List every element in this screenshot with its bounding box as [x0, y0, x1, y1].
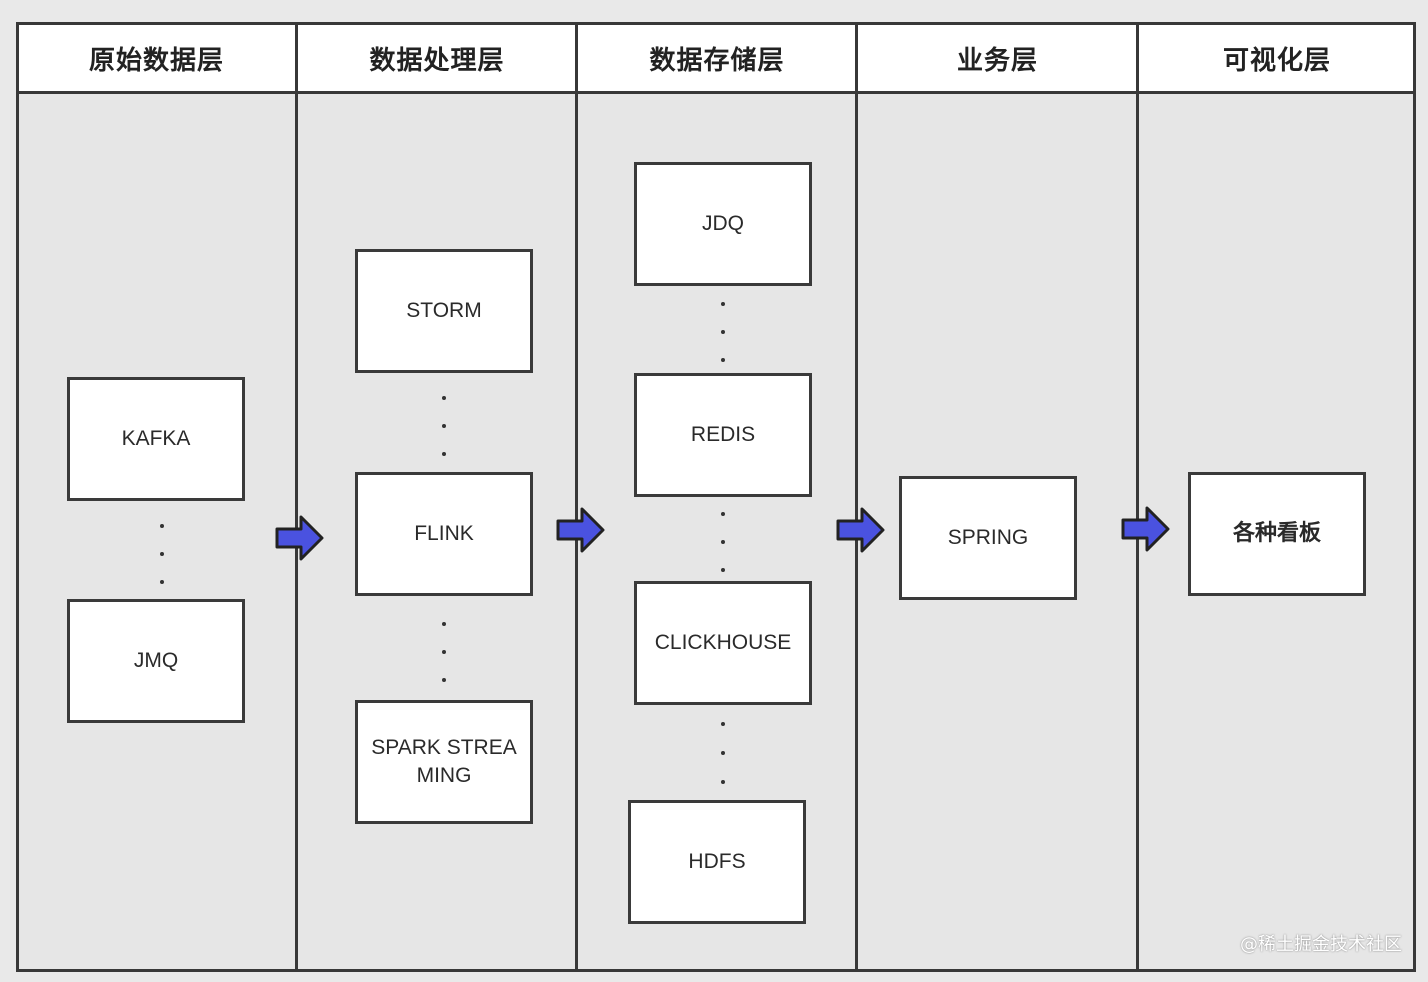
ellipsis-dots	[721, 720, 727, 786]
lane-divider	[295, 22, 298, 972]
watermark: @稀土掘金技术社区	[1240, 934, 1402, 955]
flow-arrow-right-icon	[275, 515, 324, 561]
ellipsis-dots	[442, 394, 448, 458]
node-jmq: JMQ	[67, 599, 245, 723]
header-row	[16, 22, 1416, 94]
lane-divider	[855, 22, 858, 972]
node-storm: STORM	[355, 249, 533, 373]
column-header-storage: 数据存储层	[649, 45, 785, 76]
node-hdfs: HDFS	[628, 800, 806, 924]
column-header-processing: 数据处理层	[369, 45, 505, 76]
node-flink: FLINK	[355, 472, 533, 596]
ellipsis-dots	[721, 510, 727, 574]
node-spark-streaming: SPARK STREAMING	[355, 700, 533, 824]
column-header-business: 业务层	[956, 45, 1038, 76]
flow-arrow-right-icon	[556, 507, 605, 553]
node-kafka: KAFKA	[67, 377, 245, 501]
column-header-visualization: 可视化层	[1222, 45, 1331, 76]
node-spring: SPRING	[899, 476, 1077, 600]
lane-divider	[575, 22, 578, 972]
column-header-raw-data: 原始数据层	[88, 45, 224, 76]
ellipsis-dots	[442, 620, 448, 684]
ellipsis-dots	[721, 300, 727, 364]
node-redis: REDIS	[634, 373, 812, 497]
lane-divider	[1136, 22, 1139, 972]
flow-arrow-right-icon	[1121, 506, 1170, 552]
node-dashboards: 各种看板	[1188, 472, 1366, 596]
node-jdq: JDQ	[634, 162, 812, 286]
ellipsis-dots	[160, 522, 166, 586]
node-clickhouse: CLICKHOUSE	[634, 581, 812, 705]
flow-arrow-right-icon	[836, 507, 885, 553]
